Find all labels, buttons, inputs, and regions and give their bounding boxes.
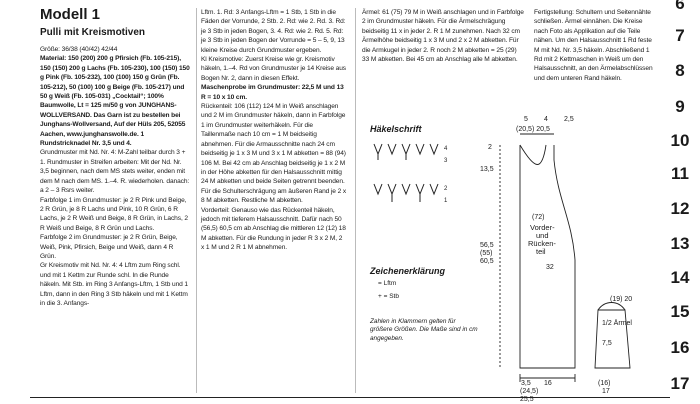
- dimension-label: teil: [536, 247, 546, 256]
- svg-text:2: 2: [444, 186, 448, 192]
- instructions-column-4: Fertigstellung: Schultern und Seitennäht…: [534, 8, 656, 82]
- chapter-tab-8[interactable]: 8: [675, 61, 685, 80]
- size-footnote: Zahlen in Klammern gelten für größere Gr…: [370, 318, 478, 342]
- bottom-rule: [30, 397, 670, 398]
- dimension-label: 4: [544, 116, 548, 123]
- page-subtitle: Pulli mit Kreismotiven: [40, 27, 146, 38]
- dimension-label: 7,5: [602, 340, 612, 347]
- crochet-chart-symbols: 4 3 2 1: [373, 143, 448, 204]
- chapter-tab-16[interactable]: 16: [670, 338, 690, 357]
- instruction-paragraph: Maschenprobe im Grundmuster: 22,5 M und …: [201, 84, 344, 101]
- dimension-label: 2: [488, 144, 492, 151]
- dimension-label: (24,5): [520, 388, 539, 395]
- chapter-tab-6[interactable]: 6: [675, 0, 685, 13]
- dimension-label: 1/2 Ärmel: [602, 320, 632, 327]
- dimension-label: (20,5) 20,5: [516, 126, 550, 133]
- chapter-tab-15[interactable]: 15: [670, 302, 690, 321]
- svg-text:4: 4: [444, 146, 448, 152]
- dimension-label: 32: [546, 264, 554, 271]
- dimension-label: Rücken-: [528, 239, 556, 248]
- dimension-label: (55): [480, 250, 493, 257]
- dimension-label: (16): [598, 380, 611, 387]
- schematic-diagram: 5 4 2,5 (20,5) 20,5 2 13,5 (72) Vorder- …: [480, 110, 660, 403]
- dimension-label: 56,5: [480, 242, 494, 249]
- dimension-label: und: [536, 231, 549, 240]
- column-divider: [355, 8, 356, 393]
- instruction-paragraph: Kl Kreismotive: Zuerst Kreise wie gr. Kr…: [201, 56, 347, 82]
- column-divider: [196, 8, 197, 393]
- legend-stitch: + = Stb: [378, 293, 399, 300]
- instruction-paragraph: Vorderteil: Genauso wie das Rückenteil h…: [201, 206, 346, 252]
- instruction-paragraph: Farbfolge 1 im Grundmuster: je 2 R Pink …: [40, 196, 188, 232]
- chapter-tab-13[interactable]: 13: [670, 234, 690, 253]
- dimension-label: 60,5: [480, 258, 494, 265]
- svg-text:3: 3: [444, 158, 448, 164]
- chapter-tab-17[interactable]: 17: [670, 374, 690, 393]
- instruction-paragraph: Größe: 36/38 (40/42) 42/44: [40, 46, 118, 53]
- dimension-label: 13,5: [480, 166, 494, 173]
- chapter-tab-11[interactable]: 11: [671, 164, 689, 183]
- dimension-label: 3,5: [521, 380, 531, 387]
- dimension-label: (72): [532, 214, 545, 221]
- instruction-paragraph: Fertigstellung: Schultern und Seitennäht…: [534, 9, 653, 82]
- dimension-label: 16: [544, 380, 552, 387]
- instructions-column-3: Ärmel: 61 (75) 79 M in Weiß anschlagen u…: [362, 8, 525, 63]
- crochet-chart-heading: Häkelschrift: [370, 124, 422, 134]
- chapter-tab-14[interactable]: 14: [670, 268, 690, 287]
- dimension-label: 5: [524, 116, 528, 123]
- chapter-tabs: 6 7 8 9 10 11 12 13 14 15 16 17: [660, 0, 700, 404]
- schematic-lines: [499, 133, 631, 382]
- instruction-paragraph: Farbfolge 2 im Grundmuster: je 2 R Grün,…: [40, 234, 178, 260]
- instruction-paragraph: Ärmel: 61 (75) 79 M in Weiß anschlagen u…: [362, 9, 524, 64]
- dimension-label: Vorder-: [530, 223, 555, 232]
- legend-chain: = Lftm: [378, 280, 397, 287]
- chapter-tab-12[interactable]: 12: [670, 199, 690, 218]
- instruction-paragraph: Gr Kreismotiv mit Nd. Nr. 4: 4 Lftm zum …: [40, 262, 189, 307]
- chapter-tab-10[interactable]: 10: [670, 131, 690, 150]
- dimension-label: (19) 20: [610, 296, 633, 303]
- page-title: Modell 1: [40, 6, 101, 23]
- chapter-tab-9[interactable]: 9: [675, 97, 685, 116]
- instruction-paragraph: Lftm. 1. Rd: 3 Anfangs-Lftm = 1 Stb, 1 S…: [201, 9, 346, 54]
- dimension-label: 2,5: [564, 116, 574, 123]
- dimension-label: 25,5: [520, 396, 534, 403]
- instruction-paragraph: Rückenteil: 106 (112) 124 M in Weiß ansc…: [201, 103, 347, 205]
- chapter-tab-7[interactable]: 7: [675, 26, 685, 45]
- instructions-column-2: Lftm. 1. Rd: 3 Anfangs-Lftm = 1 Stb, 1 S…: [201, 8, 347, 393]
- svg-text:1: 1: [444, 198, 448, 204]
- instruction-paragraph: Grundmuster mit Nd. Nr. 4: M-Zahl teilba…: [40, 149, 190, 195]
- symbols-heading: Zeichenerklärung: [370, 266, 446, 276]
- dimension-label: 17: [602, 388, 610, 395]
- instruction-paragraph: Material: 150 (200) 200 g Pfirsich (Fb. …: [40, 55, 190, 148]
